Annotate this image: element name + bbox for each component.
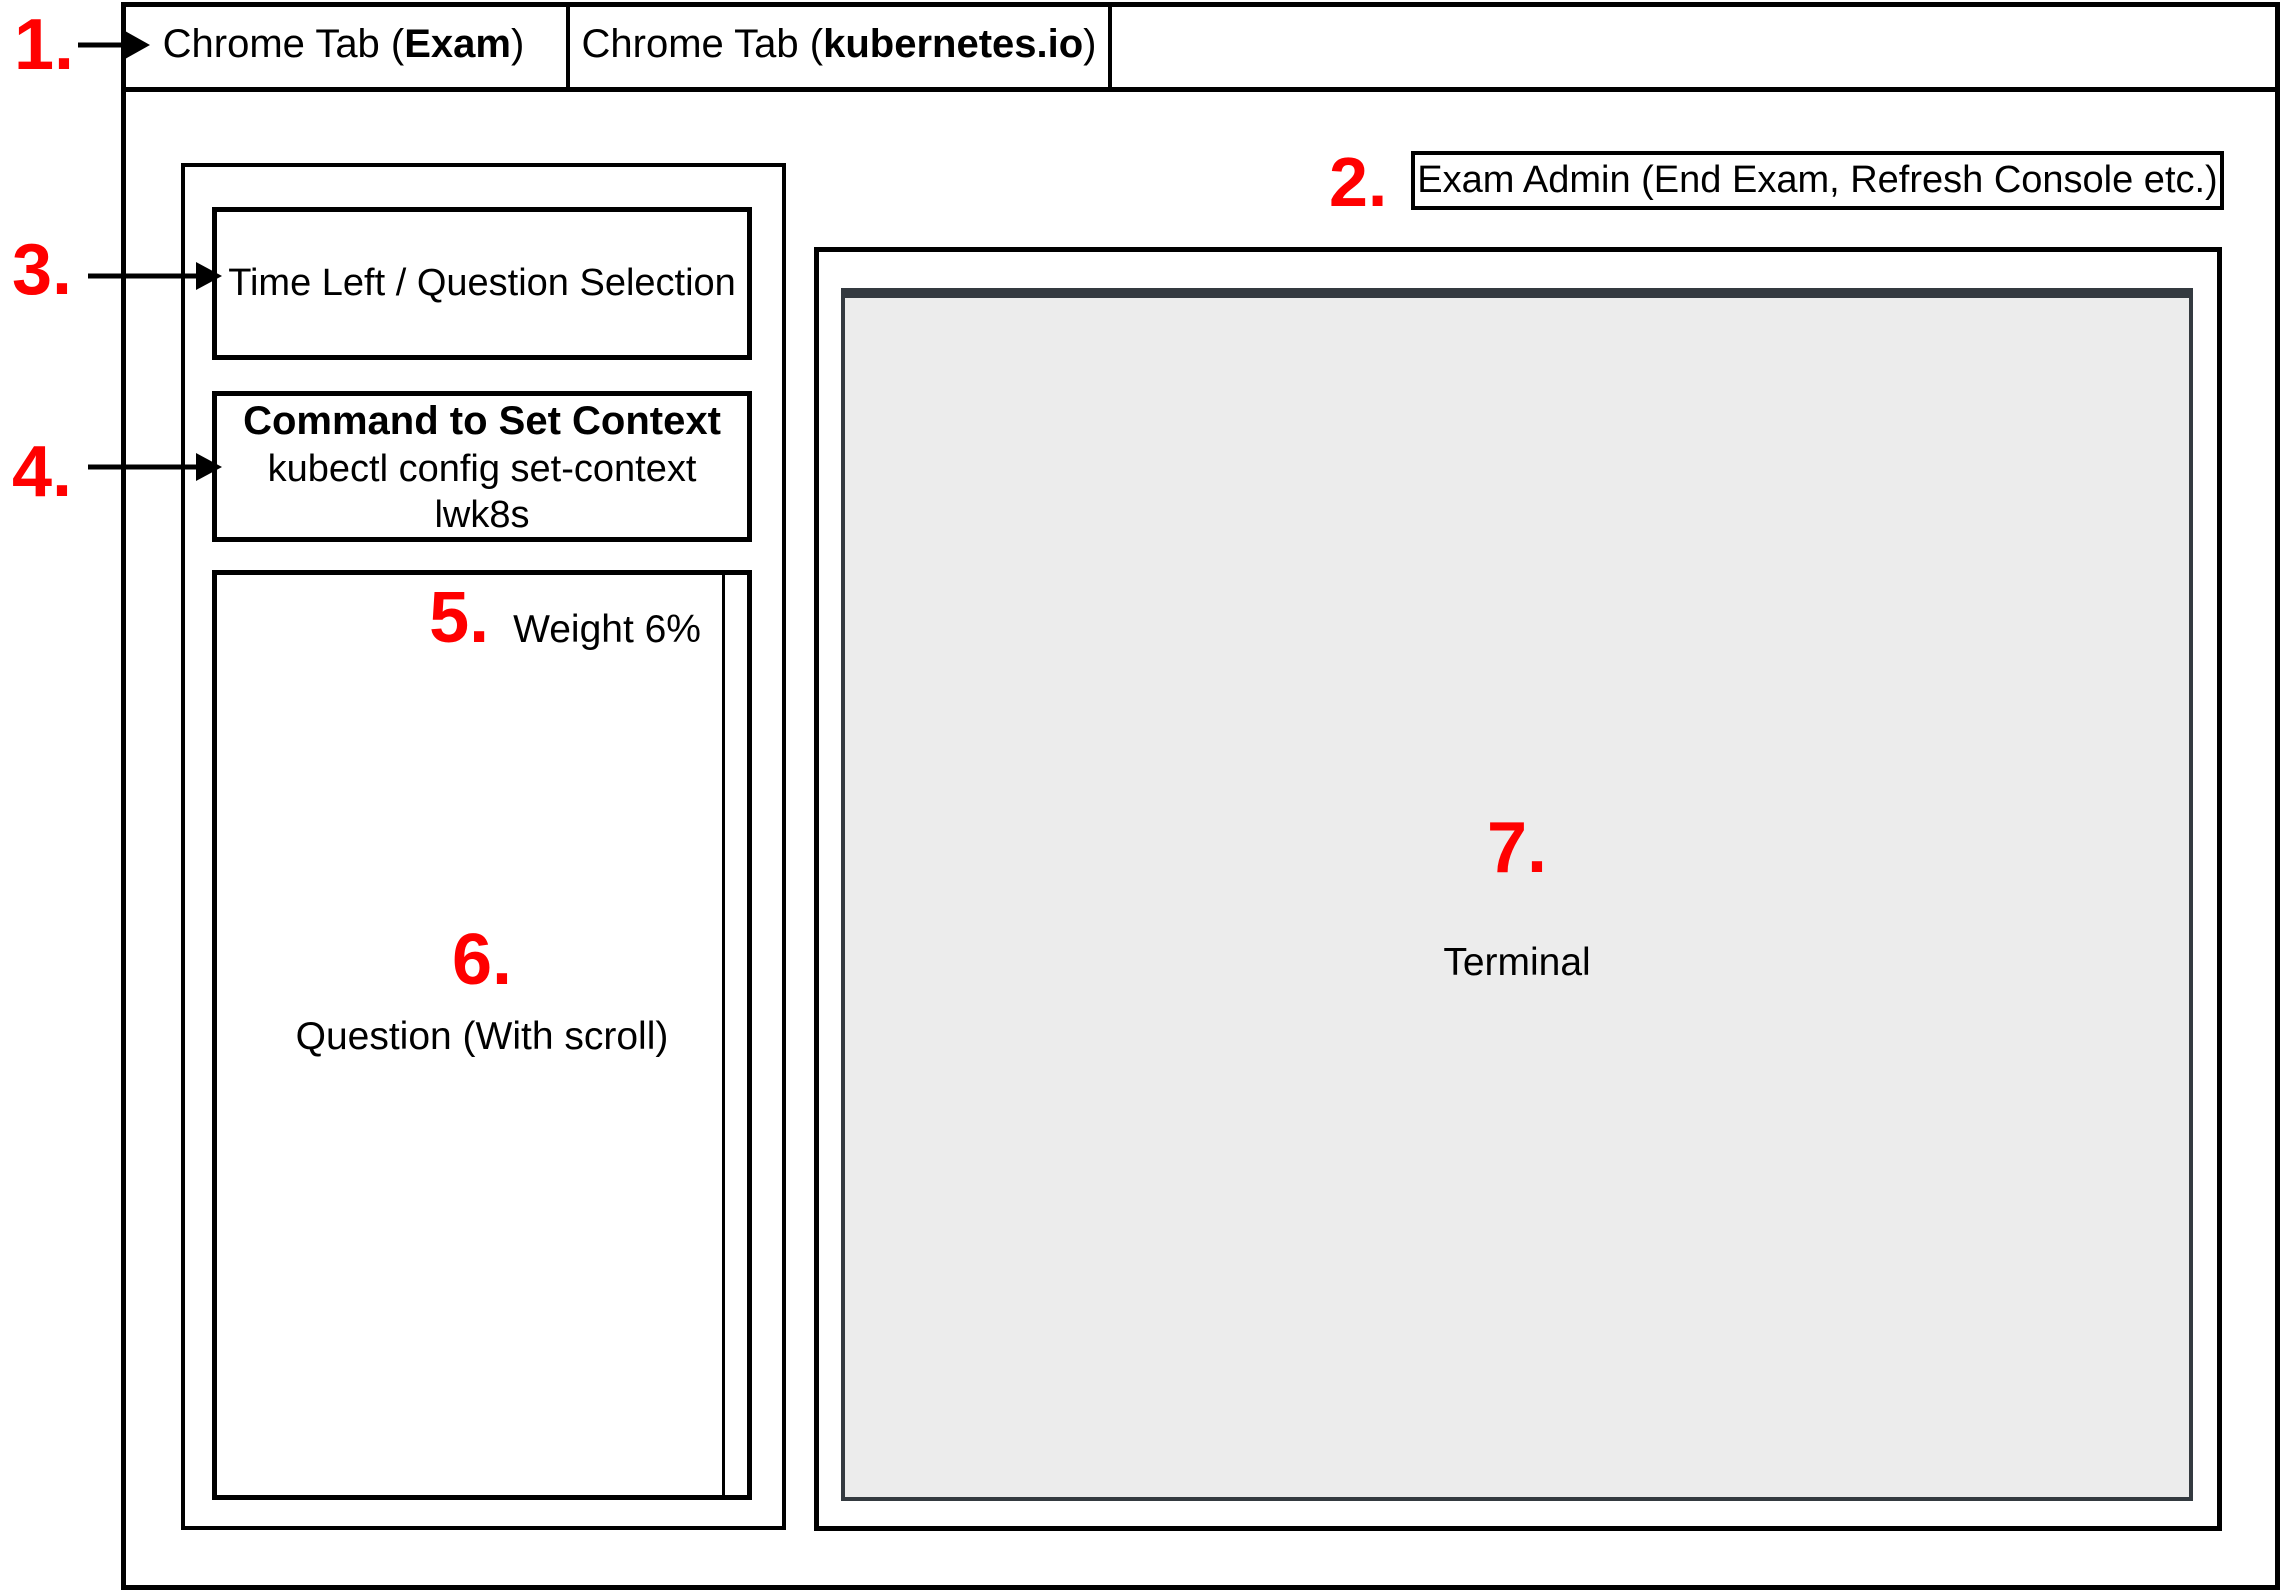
- terminal-screen[interactable]: 7. Terminal: [841, 288, 2193, 1501]
- weight-row: 5. Weight 6%: [429, 581, 701, 655]
- terminal-label: Terminal: [1443, 940, 1591, 984]
- tab-exam[interactable]: Chrome Tab (Exam): [121, 2, 570, 87]
- exam-admin-label: Exam Admin (End Exam, Refresh Console et…: [1417, 159, 2218, 201]
- question-weight-label: Weight 6%: [513, 608, 701, 651]
- annotation-6: 6.: [451, 920, 513, 1000]
- tab-kubernetes-io[interactable]: Chrome Tab (kubernetes.io): [570, 2, 1112, 87]
- tab-exam-label: Chrome Tab (Exam): [162, 22, 525, 66]
- annotation-4: 4.: [12, 432, 73, 512]
- set-context-command: kubectl config set-context lwk8s: [267, 447, 697, 536]
- question-panel: 5. Weight 6% 6. Question (With scroll): [212, 570, 752, 1500]
- annotation-3: 3.: [12, 230, 73, 310]
- terminal-container: [814, 247, 2222, 1531]
- time-left-question-selection-panel[interactable]: Time Left / Question Selection: [212, 207, 752, 360]
- question-center-group: 6. Question (With scroll): [217, 923, 747, 1059]
- arrow-4-icon: [88, 453, 222, 481]
- time-left-label: Time Left / Question Selection: [228, 262, 736, 304]
- set-context-title: Command to Set Context: [243, 398, 721, 443]
- annotation-1: 1.: [14, 5, 75, 85]
- exam-admin-panel[interactable]: Exam Admin (End Exam, Refresh Console et…: [1411, 151, 2224, 210]
- arrow-1-icon: [78, 31, 150, 59]
- annotation-5: 5.: [429, 578, 490, 658]
- arrow-3-icon: [88, 262, 222, 290]
- tab-kubernetes-io-label: Chrome Tab (kubernetes.io): [581, 22, 1097, 66]
- set-context-panel: Command to Set Context kubectl config se…: [212, 391, 752, 542]
- question-scrollbar[interactable]: [722, 575, 725, 1495]
- browser-window-frame: [121, 2, 2280, 1590]
- sidebar-container: [181, 163, 786, 1530]
- browser-tab-bar: Chrome Tab (Exam) Chrome Tab (kubernetes…: [121, 2, 2280, 92]
- annotation-7: 7.: [1486, 807, 1548, 888]
- question-label: Question (With scroll): [295, 1015, 669, 1058]
- annotation-2: 2.: [1329, 143, 1388, 221]
